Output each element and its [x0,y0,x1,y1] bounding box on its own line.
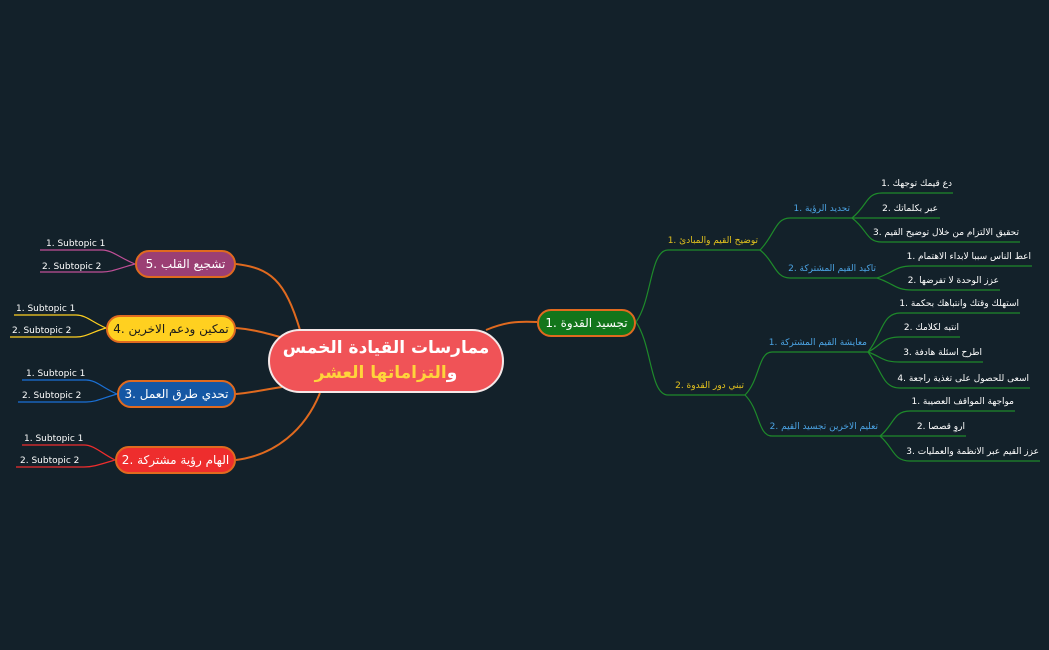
branch-encourage-heart[interactable]: تشجيع القلب .5 [135,250,236,278]
branch-model-the-way[interactable]: تجسيد القدوة .1 [537,309,636,337]
subtopic-1[interactable]: 1. Subtopic 1 [16,304,76,314]
subtopic-2[interactable]: 2. Subtopic 2 [42,262,102,272]
branch-shared-vision[interactable]: الهام رؤية مشتركة .2 [115,446,236,474]
leaf-item[interactable]: عبر بكلماتك .2 [882,204,938,214]
subtopic-2[interactable]: 2. Subtopic 2 [22,391,82,401]
leaf-item[interactable]: انتبه لكلامك .2 [903,323,959,333]
leaf-item[interactable]: اسعى للحصول على تغذية راجعة .4 [897,374,1029,384]
leaf-item[interactable]: مواجهة المواقف العصيبة .1 [911,397,1014,407]
central-title-line2: والتزاماتها العشر [315,361,458,386]
subtopic-2[interactable]: 2. Subtopic 2 [20,456,80,466]
leaf-item[interactable]: عزز القيم عبر الانظمة والعمليات .3 [906,447,1039,457]
central-title-line1: ممارسات القيادة الخمس [282,338,490,358]
subtopic-2[interactable]: 2. Subtopic 2 [12,326,72,336]
leaf-item[interactable]: اطرح اسئلة هادفة .3 [903,348,982,358]
topic-define-vision[interactable]: تحديد الرؤية .1 [793,204,850,214]
leaf-item[interactable]: استهلك وقتك وانتباهك بحكمة .1 [899,299,1019,309]
subtopic-1[interactable]: 1. Subtopic 1 [24,434,84,444]
central-topic[interactable]: ممارسات القيادة الخمس والتزاماتها العشر [268,329,504,393]
topic-set-example[interactable]: تبني دور القدوة .2 [675,381,744,391]
subtopic-1[interactable]: 1. Subtopic 1 [46,239,106,249]
topic-affirm-shared-values[interactable]: تاكيد القيم المشتركة .2 [788,264,876,274]
topic-teach-others[interactable]: تعليم الاخرين تجسيد القيم .2 [769,422,878,432]
branch-challenge-process[interactable]: تحدي طرق العمل .3 [117,380,236,408]
leaf-item[interactable]: دع قيمك توجهك .1 [881,179,952,189]
leaf-item[interactable]: اعط الناس سببا لابداء الاهتمام .1 [906,252,1031,262]
topic-live-shared-values[interactable]: معايشة القيم المشتركة .1 [768,338,867,348]
subtopic-1[interactable]: 1. Subtopic 1 [26,369,86,379]
leaf-item[interactable]: تحقيق الالتزام من خلال توضيح القيم .3 [873,228,1019,238]
leaf-item[interactable]: اروِ قصصا .2 [916,422,965,432]
topic-clarify-values[interactable]: توضيح القيم والمبادئ .1 [667,236,758,246]
central-title-highlight: التزاماتها العشر [314,363,447,383]
leaf-item[interactable]: عزز الوحدة لا تفرضها .2 [907,276,999,286]
branch-enable-others[interactable]: تمكين ودعم الاخرين .4 [106,315,236,343]
central-title-prefix: و [446,363,458,383]
